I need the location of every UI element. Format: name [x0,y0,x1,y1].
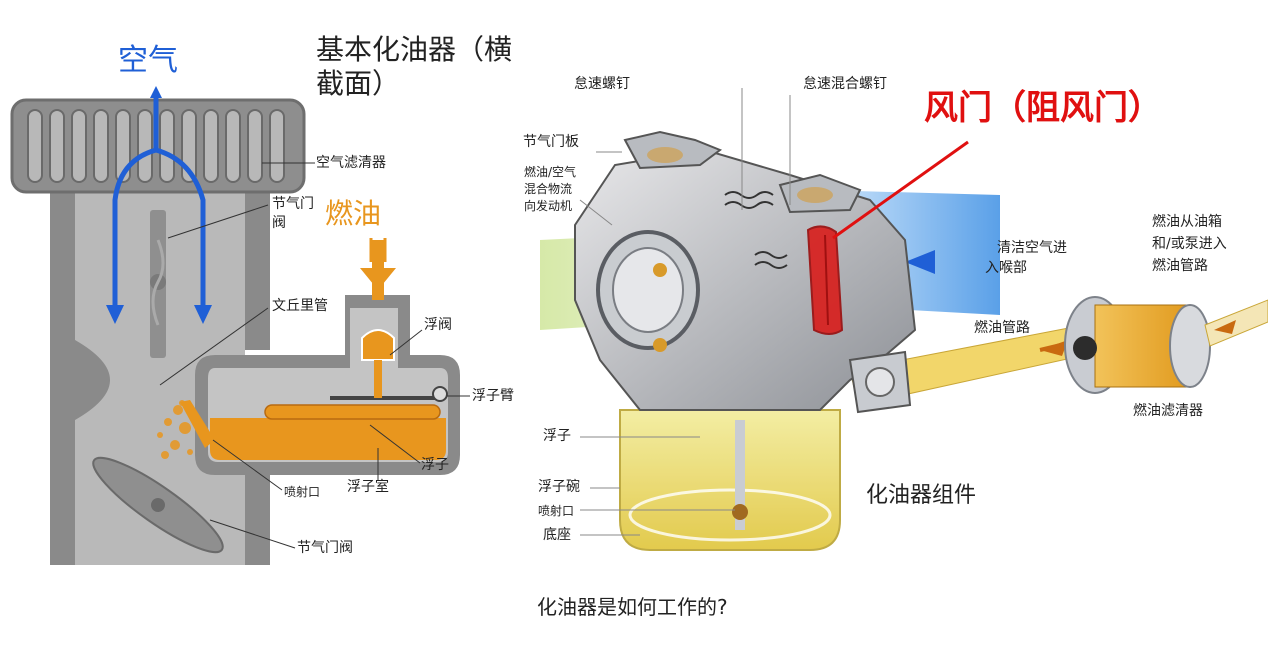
throttle-valve-top [150,210,166,358]
throttle-valve-top-label-1: 节气门 [272,196,314,212]
clean-air-label-2: 入喉部 [985,260,1027,276]
fuel-line-label: 燃油管路 [974,320,1030,336]
fuel-source-label-1: 燃油从油箱 [1152,214,1222,230]
fuel-source-label-3: 燃油管路 [1152,258,1208,274]
float-label-right: 浮子 [543,428,571,444]
assembly-label: 化油器组件 [866,483,977,508]
float-valve [361,329,395,361]
idle-screw-label: 怠速螺钉 [574,76,630,92]
mixture-label-2: 混合物流 [524,182,573,196]
caption: 化油器是如何工作的? [537,595,728,619]
float-label-left: 浮子 [421,457,449,473]
base-label: 底座 [543,527,571,543]
choke-title: 风门（阻风门） [924,88,1162,128]
air-filter-label: 空气滤清器 [316,155,386,171]
left-title-line1: 基本化油器（横 [316,33,513,66]
air-flow-arrows [112,92,206,305]
fuel-jet [180,400,215,448]
throttle-valve-bottom [92,456,224,554]
venturi-label: 文丘里管 [272,298,328,314]
throttle-plate-label: 节气门板 [523,134,579,150]
mixture-label-3: 向发动机 [524,199,573,213]
idle-mix-screw-label: 怠速混合螺钉 [803,76,887,92]
left-cross-section [10,86,460,565]
throttle-valve-top-label-2: 阀 [272,215,286,231]
fuel-filter-label: 燃油滤清器 [1133,403,1203,419]
right-assembly [540,130,1268,551]
jet-label-right: 喷射口 [538,504,575,518]
float [264,404,441,420]
left-title-line2: 截面） [316,67,401,100]
jet-label-left: 喷射口 [284,485,321,499]
fuel-droplets [157,400,193,459]
float-bowl [619,409,841,551]
mixture-label-1: 燃油/空气 [524,165,577,179]
springs [724,191,788,269]
right-leader-lines [579,88,791,536]
throttle-valve-bottom-label: 节气门阀 [297,540,353,556]
fuel-filter [1064,296,1211,394]
fuel-pool [210,418,446,460]
fuel-source-label-2: 和/或泵进入 [1152,236,1227,252]
choke-valve [806,225,844,335]
fuel-label: 燃油 [325,197,382,230]
float-arm-label: 浮子臂 [472,388,514,404]
float-bowl-label: 浮子碗 [538,479,580,495]
air-label: 空气 [118,43,178,78]
float-valve-label: 浮阀 [424,317,452,333]
float-chamber-label: 浮子室 [347,479,389,495]
clean-air-label-1: 清洁空气进 [997,240,1067,256]
left-leader-lines [159,162,470,549]
